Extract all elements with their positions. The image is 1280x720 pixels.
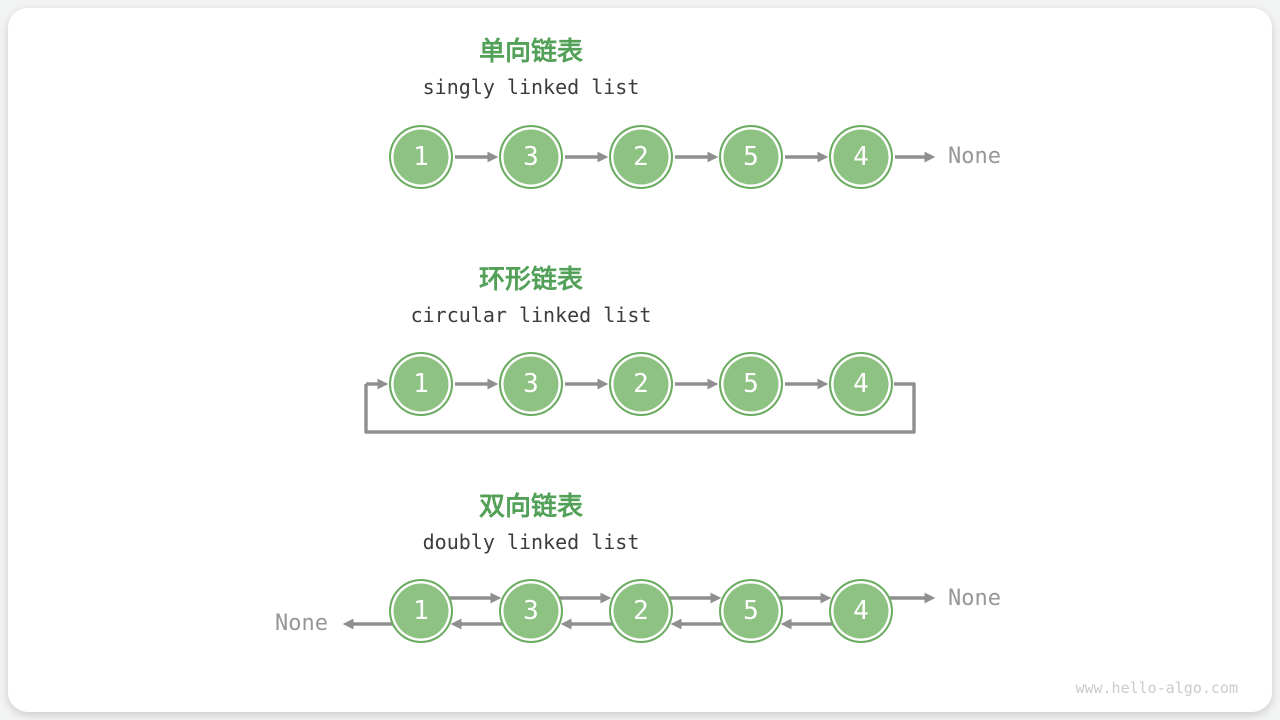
list-node: 1 [389, 579, 453, 643]
node-value: 3 [523, 142, 539, 172]
list-node: 4 [829, 125, 893, 189]
none-label-left: None [275, 611, 328, 636]
node-value: 5 [743, 369, 759, 399]
section-title-doubly: 双向链表 [478, 491, 584, 521]
node-value: 2 [633, 142, 649, 172]
list-node: 1 [389, 352, 453, 416]
section-subtitle-circular: circular linked list [410, 303, 652, 327]
list-node: 5 [719, 352, 783, 416]
node-value: 1 [413, 596, 429, 626]
node-value: 5 [743, 596, 759, 626]
node-value: 1 [413, 369, 429, 399]
section-title-singly: 单向链表 [478, 36, 584, 66]
node-value: 4 [853, 369, 869, 399]
list-node: 2 [609, 352, 673, 416]
none-label-right: None [948, 144, 1001, 169]
node-value: 3 [523, 596, 539, 626]
node-value: 3 [523, 369, 539, 399]
list-node: 3 [499, 125, 563, 189]
list-node: 2 [609, 125, 673, 189]
node-value: 2 [633, 596, 649, 626]
list-node: 1 [389, 125, 453, 189]
list-node: 3 [499, 579, 563, 643]
section-subtitle-doubly: doubly linked list [422, 530, 640, 554]
list-node: 2 [609, 579, 673, 643]
list-node: 3 [499, 352, 563, 416]
section-subtitle-singly: singly linked list [422, 75, 640, 99]
none-label-right: None [948, 586, 1001, 611]
node-value: 4 [853, 596, 869, 626]
node-value: 4 [853, 142, 869, 172]
node-value: 2 [633, 369, 649, 399]
section-title-circular: 环形链表 [478, 264, 584, 294]
list-node: 5 [719, 579, 783, 643]
list-node: 4 [829, 352, 893, 416]
node-value: 1 [413, 142, 429, 172]
list-node: 4 [829, 579, 893, 643]
node-value: 5 [743, 142, 759, 172]
watermark: www.hello-algo.com [1075, 679, 1238, 697]
list-node: 5 [719, 125, 783, 189]
